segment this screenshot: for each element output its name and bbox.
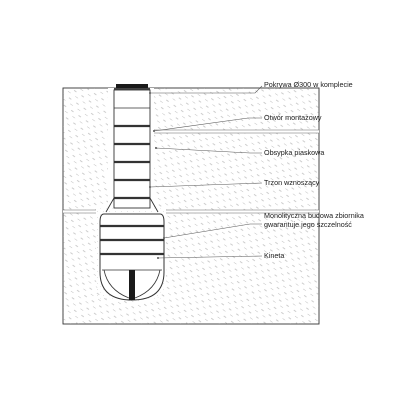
leader-lines	[149, 85, 263, 259]
label-body-line2: gwarantuje jego szczelność	[264, 220, 352, 229]
label-sand-bedding: Obsypka piaskowa	[264, 148, 324, 157]
cover	[114, 84, 150, 90]
labels: Pokrywa Ø300 w komplecie Otwór montażowy…	[264, 80, 364, 260]
label-kineta: Kineta	[264, 251, 284, 260]
label-body-line1: Monolityczna budowa zbiornika	[264, 211, 364, 220]
label-riser: Trzon wznoszący	[264, 178, 320, 187]
riser-shaft	[105, 89, 159, 213]
tank-body	[99, 213, 165, 301]
label-cover: Pokrywa Ø300 w komplecie	[264, 80, 353, 89]
label-opening: Otwór montażowy	[264, 113, 322, 122]
